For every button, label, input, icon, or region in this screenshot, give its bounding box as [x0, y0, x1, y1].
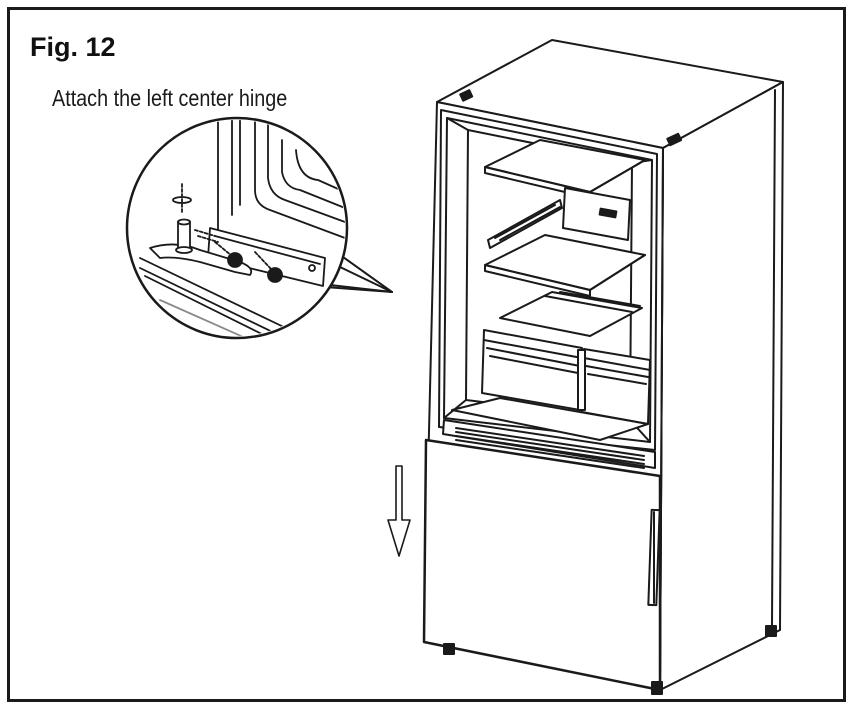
shelf-rail [487, 199, 563, 249]
crisper-drawer-left [481, 329, 583, 411]
middle-shelf [484, 234, 646, 297]
fresh-food-compartment [438, 109, 658, 451]
upper-shelf [484, 139, 646, 199]
crisper-drawer-right [581, 348, 651, 425]
center-mullion [442, 419, 656, 469]
figure-caption: Attach the left center hinge [52, 85, 288, 111]
freezer-drawer [422, 438, 662, 692]
figure-label: Fig. 12 [30, 32, 116, 62]
lower-shelf [499, 291, 643, 337]
down-arrow-icon [387, 465, 411, 557]
top-hinges [459, 89, 683, 147]
feet [443, 625, 777, 695]
control-box [562, 187, 631, 241]
hinge-detail-callout [125, 116, 393, 340]
